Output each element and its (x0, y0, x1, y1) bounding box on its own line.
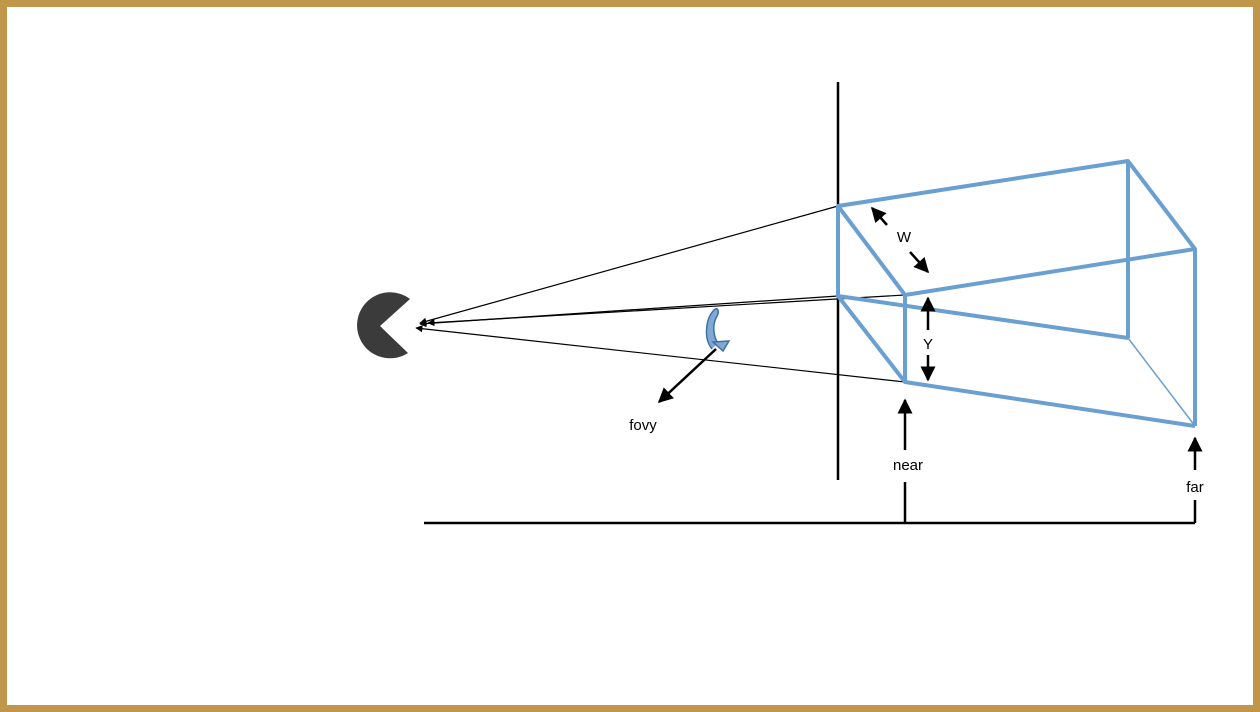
near-label: near (893, 457, 923, 474)
fovy-label: fovy (629, 417, 657, 434)
frustum-hidden-edge (1127, 337, 1196, 427)
w-label: W (897, 229, 912, 246)
far-label: far (1186, 479, 1204, 496)
view-frustum (836, 159, 1197, 428)
sight-lines (415, 205, 906, 383)
y-label: Y (923, 336, 933, 353)
rotation-arrow-icon (705, 307, 731, 353)
fovy-arrow (657, 348, 717, 404)
w-dimension-arrows (871, 206, 930, 274)
eye-icon (357, 292, 410, 359)
